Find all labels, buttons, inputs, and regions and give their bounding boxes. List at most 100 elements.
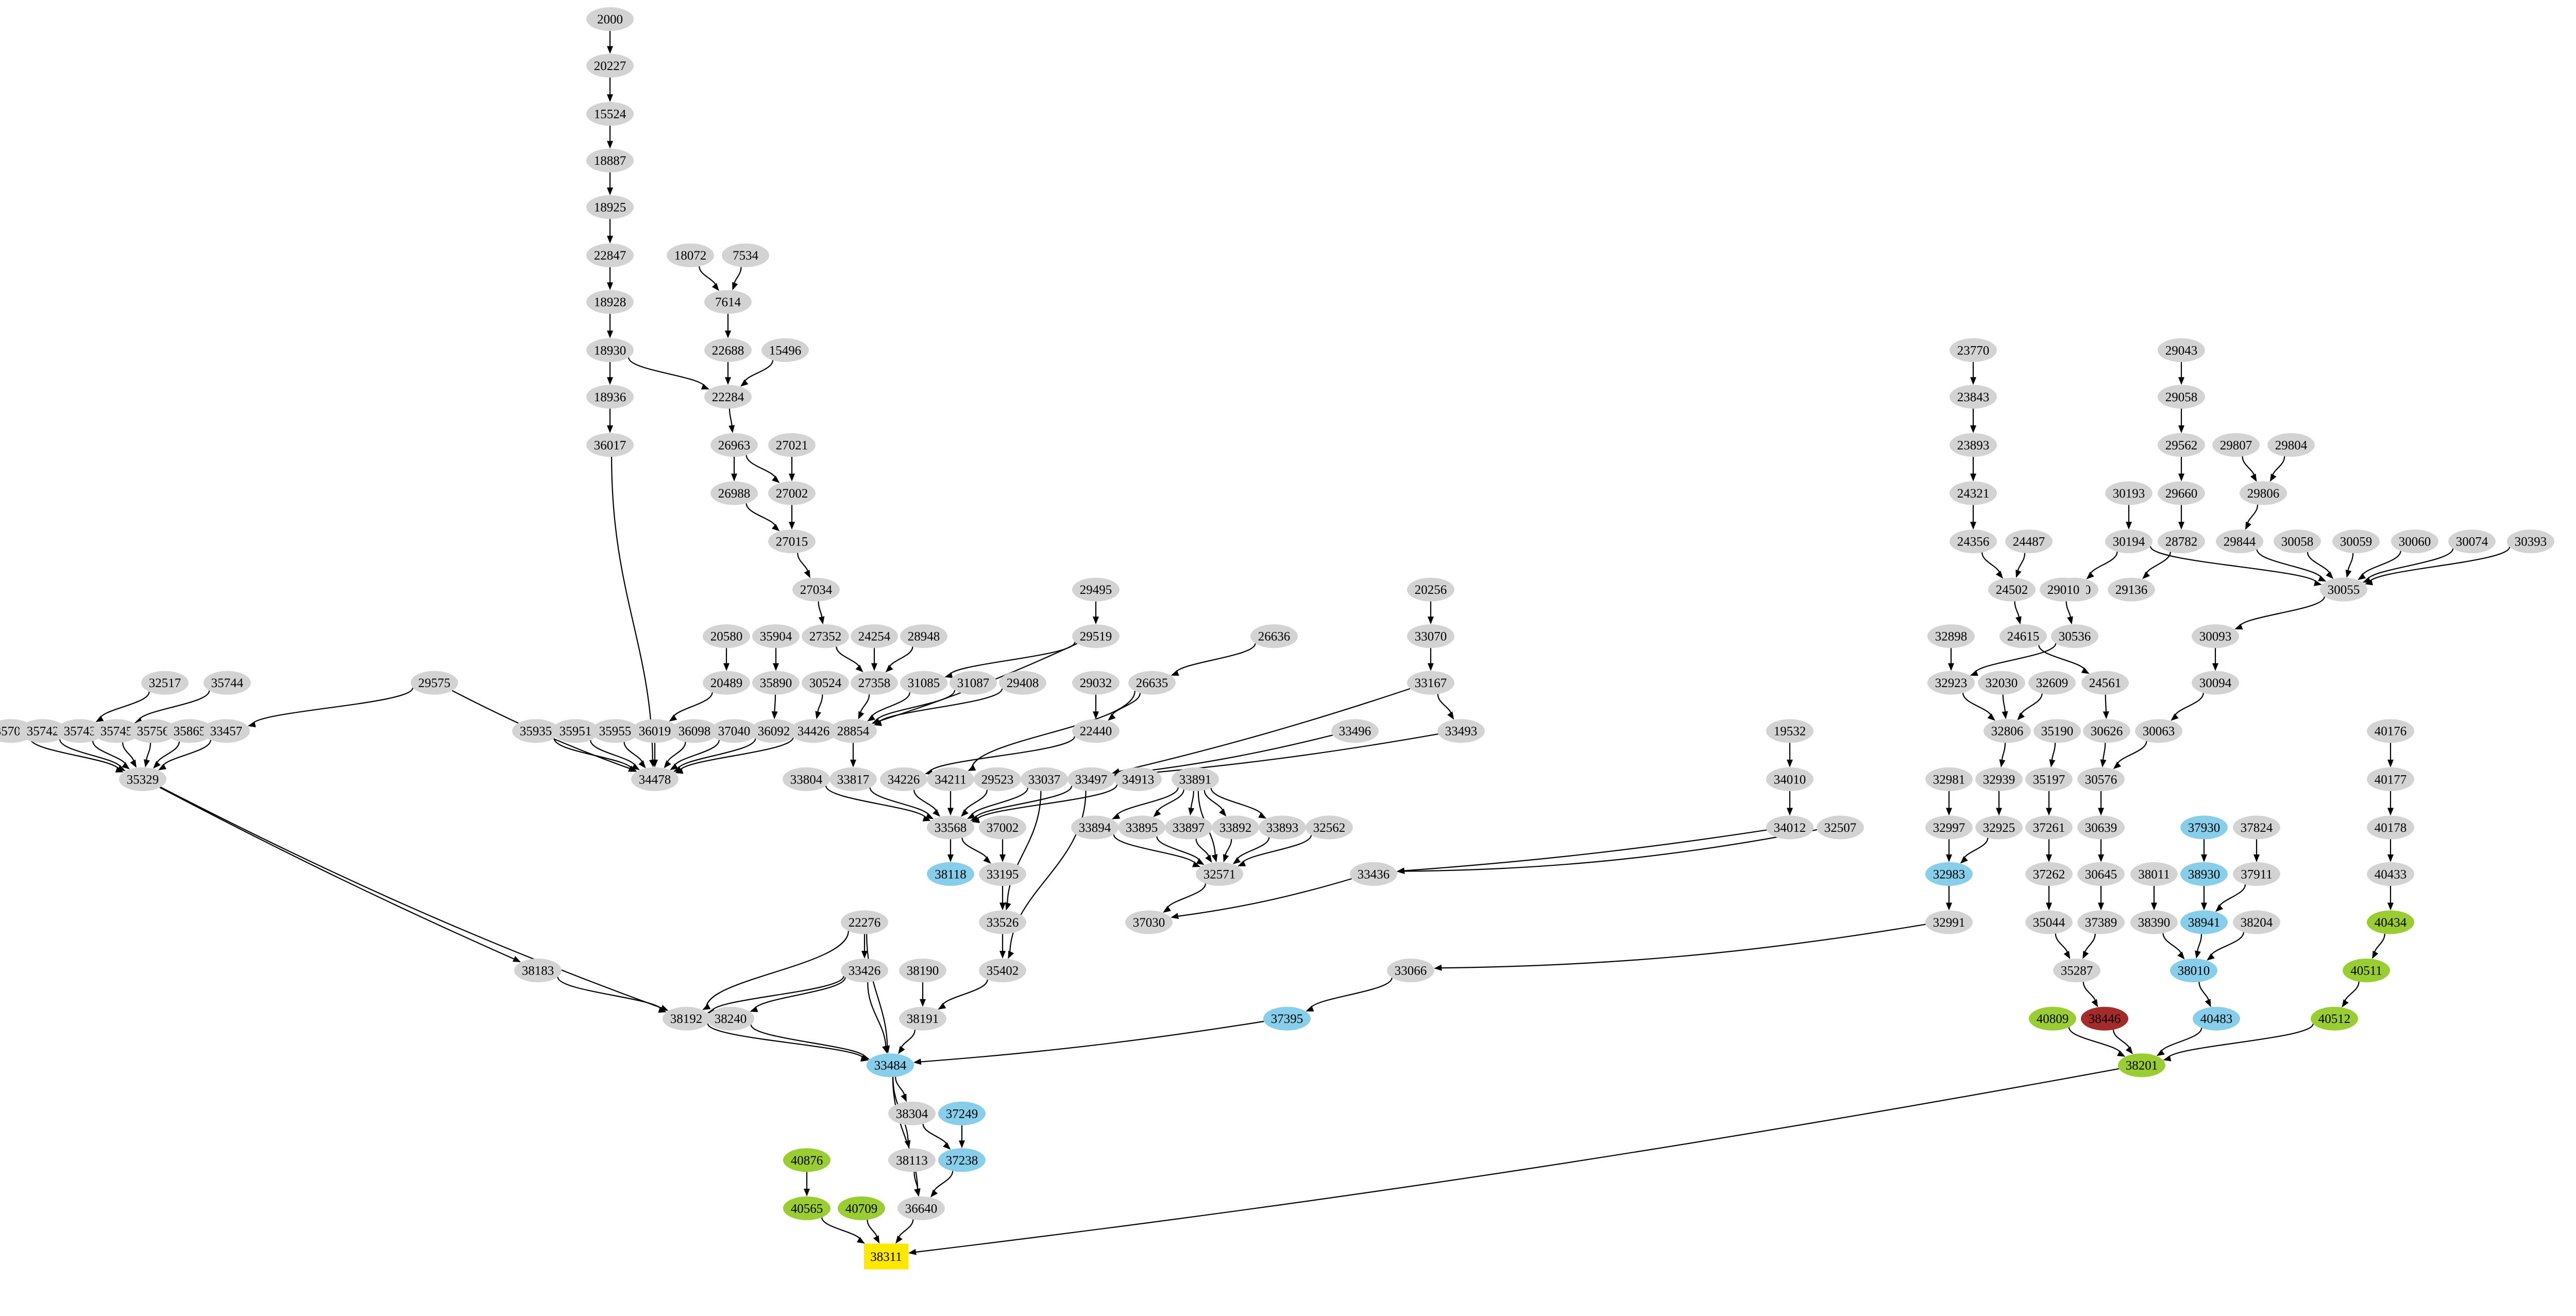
node-ellipse-shape[interactable] [2028,671,2076,695]
graph-node[interactable]: 28948 [900,624,947,648]
graph-node[interactable]: 15496 [761,338,809,362]
graph-node[interactable]: 35890 [752,671,800,695]
graph-node[interactable]: 24502 [1988,577,2036,602]
node-ellipse-shape[interactable] [704,290,752,314]
node-ellipse-shape[interactable] [2367,862,2414,886]
graph-node[interactable]: 40434 [2367,910,2414,934]
graph-node[interactable]: 30063 [2135,719,2182,743]
node-ellipse-shape[interactable] [2081,671,2129,695]
node-ellipse-shape[interactable] [1984,719,2031,743]
graph-node[interactable]: 28782 [2158,529,2205,554]
node-ellipse-shape[interactable] [663,1006,710,1031]
node-ellipse-shape[interactable] [2216,529,2263,554]
node-ellipse-shape[interactable] [2077,910,2125,934]
node-ellipse-shape[interactable] [802,671,849,695]
graph-node[interactable]: 37262 [2025,862,2073,886]
graph-node[interactable]: 31087 [950,671,997,695]
graph-node[interactable]: 34012 [1766,815,1814,840]
graph-node[interactable]: 38201 [2118,1053,2165,1078]
node-ellipse-shape[interactable] [586,433,634,457]
graph-node[interactable]: 38240 [707,1006,754,1031]
node-ellipse-shape[interactable] [2077,815,2125,840]
node-ellipse-shape[interactable] [2053,959,2100,983]
node-ellipse-shape[interactable] [1407,671,1454,695]
node-ellipse-shape[interactable] [1250,624,1298,648]
graph-node[interactable]: 24615 [1999,624,2047,648]
node-ellipse-shape[interactable] [1407,577,1454,602]
graph-node[interactable]: 29575 [411,671,458,695]
graph-node[interactable]: 37389 [2077,910,2125,934]
graph-node[interactable]: 35329 [119,767,166,791]
graph-node[interactable]: 26636 [1250,624,1298,648]
node-ellipse-shape[interactable] [1950,385,1997,409]
graph-node[interactable]: 33893 [1259,815,1306,840]
node-ellipse-shape[interactable] [1766,767,1814,791]
graph-node[interactable]: 37238 [938,1148,986,1172]
node-ellipse-shape[interactable] [2212,433,2260,457]
node-ellipse-shape[interactable] [2081,1006,2128,1031]
node-ellipse-shape[interactable] [2025,910,2073,934]
node-ellipse-shape[interactable] [2180,815,2228,840]
graph-node[interactable]: 38446 [2081,1006,2128,1031]
node-ellipse-shape[interactable] [166,719,213,743]
node-ellipse-shape[interactable] [2192,624,2239,648]
graph-node[interactable]: 32517 [141,671,189,695]
graph-node[interactable]: 37261 [2025,815,2073,840]
node-ellipse-shape[interactable] [1072,577,1120,602]
graph-node[interactable]: 27021 [768,433,816,457]
node-ellipse-shape[interactable] [900,624,947,648]
graph-node[interactable]: 35756 [129,719,177,743]
node-ellipse-shape[interactable] [979,959,1026,983]
node-ellipse-shape[interactable] [899,959,946,983]
graph-node[interactable]: 38311 [864,1243,908,1270]
graph-node[interactable]: 36017 [586,433,634,457]
graph-node[interactable]: 37030 [1125,910,1173,934]
graph-node[interactable]: 38190 [899,959,946,983]
graph-node[interactable]: 33897 [1165,815,1212,840]
graph-node[interactable]: 20227 [586,54,634,78]
graph-node[interactable]: 35904 [752,624,800,648]
node-ellipse-shape[interactable] [2158,529,2205,554]
graph-node[interactable]: 30645 [2077,862,2125,886]
node-ellipse-shape[interactable] [1950,433,1997,457]
node-ellipse-shape[interactable] [783,767,830,791]
node-ellipse-shape[interactable] [841,910,888,934]
node-ellipse-shape[interactable] [1407,624,1454,648]
graph-node[interactable]: 33066 [1387,959,1434,983]
node-ellipse-shape[interactable] [2025,862,2073,886]
graph-node[interactable]: 18936 [586,385,634,409]
graph-node[interactable]: 18072 [667,243,714,267]
node-ellipse-shape[interactable] [1978,671,2025,695]
graph-node[interactable]: 33037 [1021,767,1068,791]
graph-node[interactable]: 18925 [586,195,634,219]
graph-node[interactable]: 40512 [2311,1006,2358,1031]
graph-node[interactable]: 22440 [1072,719,1120,743]
graph-node[interactable]: 7534 [722,243,769,267]
graph-node[interactable]: 33894 [1071,815,1118,840]
node-ellipse-shape[interactable] [2033,719,2081,743]
node-ellipse-shape[interactable] [979,815,1026,840]
node-ellipse-shape[interactable] [1306,815,1353,840]
graph-node[interactable]: 40876 [783,1148,831,1172]
graph-node[interactable]: 35745 [93,719,140,743]
graph-node[interactable]: 32991 [1925,910,1973,934]
node-ellipse-shape[interactable] [888,1148,936,1172]
graph-node[interactable]: 36019 [631,719,679,743]
node-ellipse-shape[interactable] [2367,719,2414,743]
graph-node[interactable]: 35951 [552,719,599,743]
node-ellipse-shape[interactable] [710,481,758,505]
graph-node[interactable]: 22276 [841,910,888,934]
node-ellipse-shape[interactable] [1021,767,1068,791]
graph-node[interactable]: 32571 [1196,862,1243,886]
node-ellipse-shape[interactable] [2367,767,2414,791]
node-ellipse-shape[interactable] [2507,529,2554,554]
node-ellipse-shape[interactable] [722,243,769,267]
node-ellipse-shape[interactable] [586,102,634,126]
graph-node[interactable]: 20256 [1407,577,1454,602]
node-ellipse-shape[interactable] [927,767,974,791]
graph-node[interactable]: 40809 [2029,1006,2076,1031]
graph-node[interactable]: 27358 [851,671,898,695]
graph-node[interactable]: 33436 [1350,862,1397,886]
graph-node[interactable]: 29806 [2240,481,2287,505]
node-ellipse-shape[interactable] [703,624,750,648]
